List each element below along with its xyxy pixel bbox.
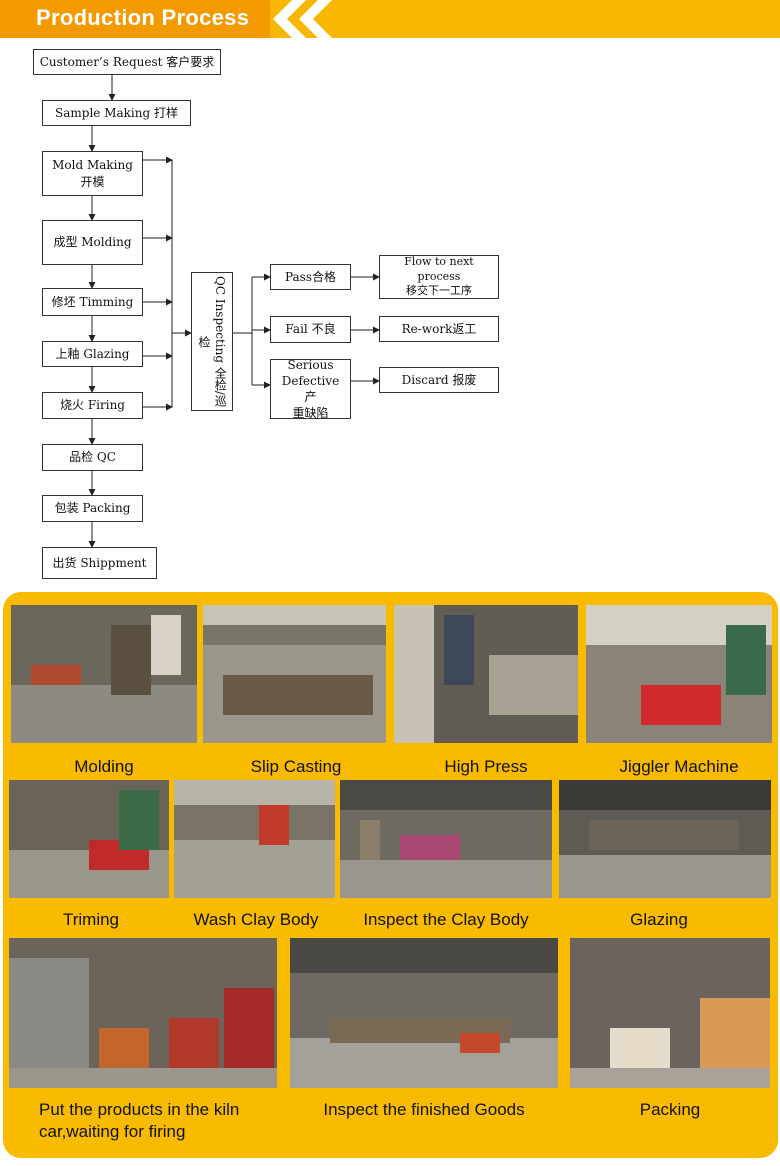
caption-molding: Molding bbox=[74, 757, 134, 776]
caption-wash-clay-body: Wash Clay Body bbox=[193, 910, 319, 929]
photo-packing bbox=[570, 938, 770, 1088]
step-qc: 品检 QC bbox=[42, 444, 143, 471]
caption-high-press: High Press bbox=[444, 757, 528, 776]
step-molding: 成型 Molding bbox=[42, 220, 143, 265]
step-firing: 烧火 Firing bbox=[42, 392, 143, 419]
photo-glazing bbox=[559, 780, 771, 898]
photo-wash-clay-body bbox=[174, 780, 335, 898]
result-pass: Pass合格 bbox=[270, 264, 351, 290]
caption-slip-casting: Slip Casting bbox=[250, 757, 342, 776]
caption-inspect-finished-goods: Inspect the finished Goods bbox=[323, 1100, 525, 1119]
step-packing: 包装 Packing bbox=[42, 495, 143, 522]
action-discard: Discard 报废 bbox=[379, 367, 499, 393]
photo-inspect-clay-body bbox=[340, 780, 552, 898]
step-glazing: 上釉 Glazing bbox=[42, 341, 143, 367]
page-title: Production Process bbox=[36, 5, 250, 30]
caption-glazing: Glazing bbox=[630, 910, 688, 929]
header-bar: Production Process bbox=[0, 0, 780, 38]
photo-slip-casting bbox=[203, 605, 386, 743]
photo-high-press bbox=[394, 605, 578, 743]
step-shippment: 出货 Shippment bbox=[42, 547, 157, 579]
qc-inspecting-box: QC Inspecting 全检/巡检 bbox=[191, 272, 233, 411]
result-serious-defective: Serious Defective 产 重缺陷 bbox=[270, 358, 351, 420]
step-timming: 修坯 Timming bbox=[42, 288, 143, 316]
caption-kiln-car: Put the products in the kiln car,waiting… bbox=[39, 1100, 240, 1141]
caption-inspect-clay-body: Inspect the Clay Body bbox=[363, 910, 529, 929]
caption-jiggler-machine: Jiggler Machine bbox=[619, 757, 739, 776]
action-rework: Re-work返工 bbox=[379, 316, 499, 342]
photo-inspect-finished-goods bbox=[290, 938, 558, 1088]
photo-triming bbox=[9, 780, 169, 898]
photo-jiggler-machine bbox=[586, 605, 772, 743]
caption-triming: Triming bbox=[62, 910, 120, 929]
step-sample-making: Sample Making 打样 bbox=[42, 100, 191, 126]
qc-inspecting-label: QC Inspecting 全检/巡检 bbox=[197, 276, 228, 407]
chevron-double-left-icon bbox=[273, 0, 332, 38]
result-fail: Fail 不良 bbox=[270, 316, 351, 343]
header-tab bbox=[0, 0, 270, 38]
step-customer-request: Customer’s Request 客户要求 bbox=[33, 49, 221, 75]
photo-kiln-car bbox=[9, 938, 277, 1088]
photo-molding bbox=[11, 605, 197, 743]
step-mold-making: Mold Making 开模 bbox=[42, 151, 143, 196]
action-flow-next: Flow to next process 移交下一工序 bbox=[379, 255, 499, 299]
flowchart-connectors bbox=[88, 75, 380, 548]
caption-packing: Packing bbox=[639, 1100, 701, 1119]
